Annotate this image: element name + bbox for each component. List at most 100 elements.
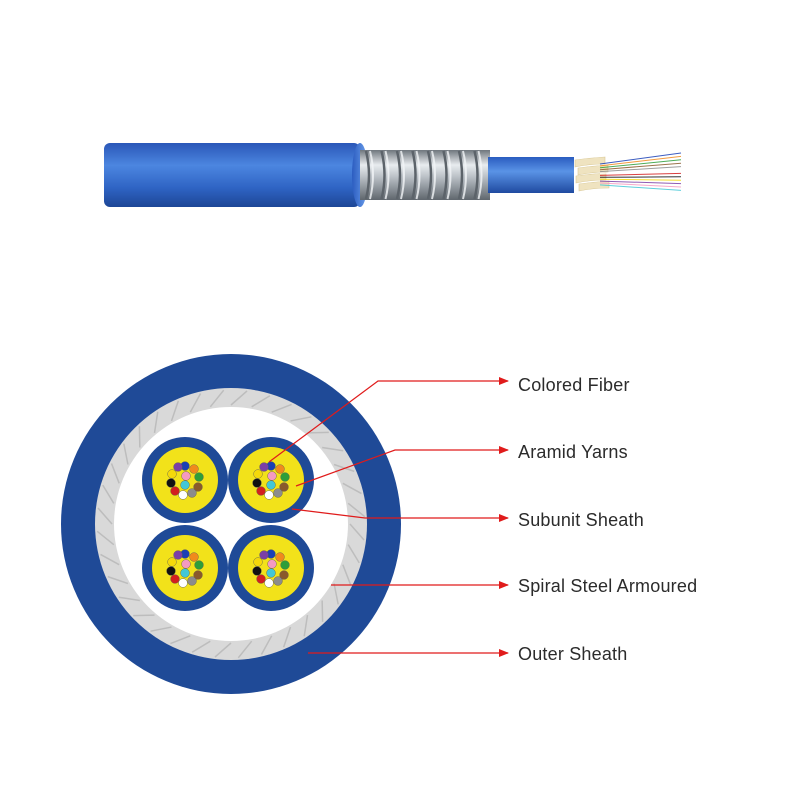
colored-fiber [256,574,266,584]
callout-leader-lines [268,377,509,657]
steel-band-highlight [462,150,467,200]
steel-band-highlight [431,150,436,200]
leader-line [291,508,509,522]
armour-spiral-segment [107,575,129,585]
callout-label-subunit-sheath: Subunit Sheath [518,510,644,530]
callout-label-outer-sheath: Outer Sheath [518,644,628,664]
armour-spiral-segment [271,403,292,413]
colored-fiber [178,490,188,500]
colored-fiber [194,472,204,482]
colored-fiber [173,550,183,560]
side-inner-sheath [488,157,574,193]
colored-fiber [266,568,276,578]
colored-fiber [166,566,176,576]
armour-spiral-segment [170,400,180,422]
colored-fiber [264,578,274,588]
colored-fiber [280,472,290,482]
colored-fiber [189,464,199,474]
steel-band [411,150,417,200]
side-aramid-yarns [574,156,610,192]
armour-spiral-segment [349,523,365,541]
cable-cross-section [61,354,401,694]
leader-line [268,377,509,463]
colored-fiber [189,552,199,562]
aramid-yarn-bundle [574,156,606,168]
side-colored-fiber [599,172,682,176]
aramid-yarn-bundle [578,180,610,192]
colored-fiber [167,469,177,479]
armour-spiral-segment [150,626,172,632]
colored-fiber [167,557,177,567]
side-colored-fiber [599,152,682,165]
colored-fiber [275,552,285,562]
colored-fiber [166,478,176,488]
armour-spiral-segment [153,411,159,433]
callout-label-spiral-steel-armoured: Spiral Steel Armoured [518,576,698,596]
armour-spiral-segment [251,395,271,408]
side-colored-fiber [599,162,682,171]
steel-band-highlight [446,150,452,200]
colored-fiber [256,486,266,496]
colored-fiber [180,568,190,578]
leader-line [295,446,509,487]
subunits [142,437,314,611]
armour-spiral-segment [118,596,140,602]
colored-fiber [279,482,289,492]
steel-band [426,150,433,200]
armour-spiral-segment [347,502,366,518]
steel-band [442,150,448,200]
side-outer-jacket [104,143,360,207]
filler-core [114,407,348,641]
steel-band-highlight [477,150,483,200]
armour-spiral-segment [282,626,292,648]
steel-band [457,150,464,200]
armour-spiral-segment [191,640,211,653]
side-colored-fiber [599,169,682,174]
colored-fiber [267,559,277,569]
side-colored-fibers [599,152,682,191]
steel-band [473,150,479,200]
colored-fiber [194,560,204,570]
side-colored-fiber [599,155,682,167]
colored-fiber [252,566,262,576]
colored-fiber [279,570,289,580]
side-colored-fiber [599,166,682,173]
armour-spiral-segment [97,507,113,525]
side-colored-fiber [599,184,682,191]
armour-spiral-segment [170,635,191,645]
armour-spiral-segment [123,443,129,465]
side-colored-fiber [599,176,682,178]
steel-band [380,150,386,200]
armour-spiral-segment [110,463,120,484]
armour-spiral-segment [347,544,360,564]
callout-label-colored-fiber: Colored Fiber [518,375,630,395]
armour-spiral-segment [333,583,339,605]
colored-fiber [264,490,274,500]
armour-spiral-segment [342,564,352,585]
steel-band [364,150,371,200]
side-colored-fiber [599,180,682,185]
side-steel-armour [360,150,490,200]
colored-fiber [178,578,188,588]
steel-band-highlight [369,150,374,200]
armour-spiral-segment [237,640,253,659]
armour-spiral-segment [102,484,115,504]
colored-fiber [180,480,190,490]
steel-band-highlight [415,150,421,200]
armour-spiral-segment [290,416,312,422]
armour-spiral-pattern [96,389,366,659]
cable-side-view [104,143,682,207]
colored-fiber [275,464,285,474]
colored-fiber [187,488,197,498]
colored-fiber [181,471,191,481]
armour-spiral-segment [100,553,120,566]
colored-fiber [253,469,263,479]
colored-fiber [181,559,191,569]
armour-spiral-segment [209,389,225,408]
colored-fiber [173,462,183,472]
colored-fiber [280,560,290,570]
armour-spiral-segment [230,390,248,406]
colored-fiber [266,480,276,490]
armour-spiral-segment [342,482,362,495]
